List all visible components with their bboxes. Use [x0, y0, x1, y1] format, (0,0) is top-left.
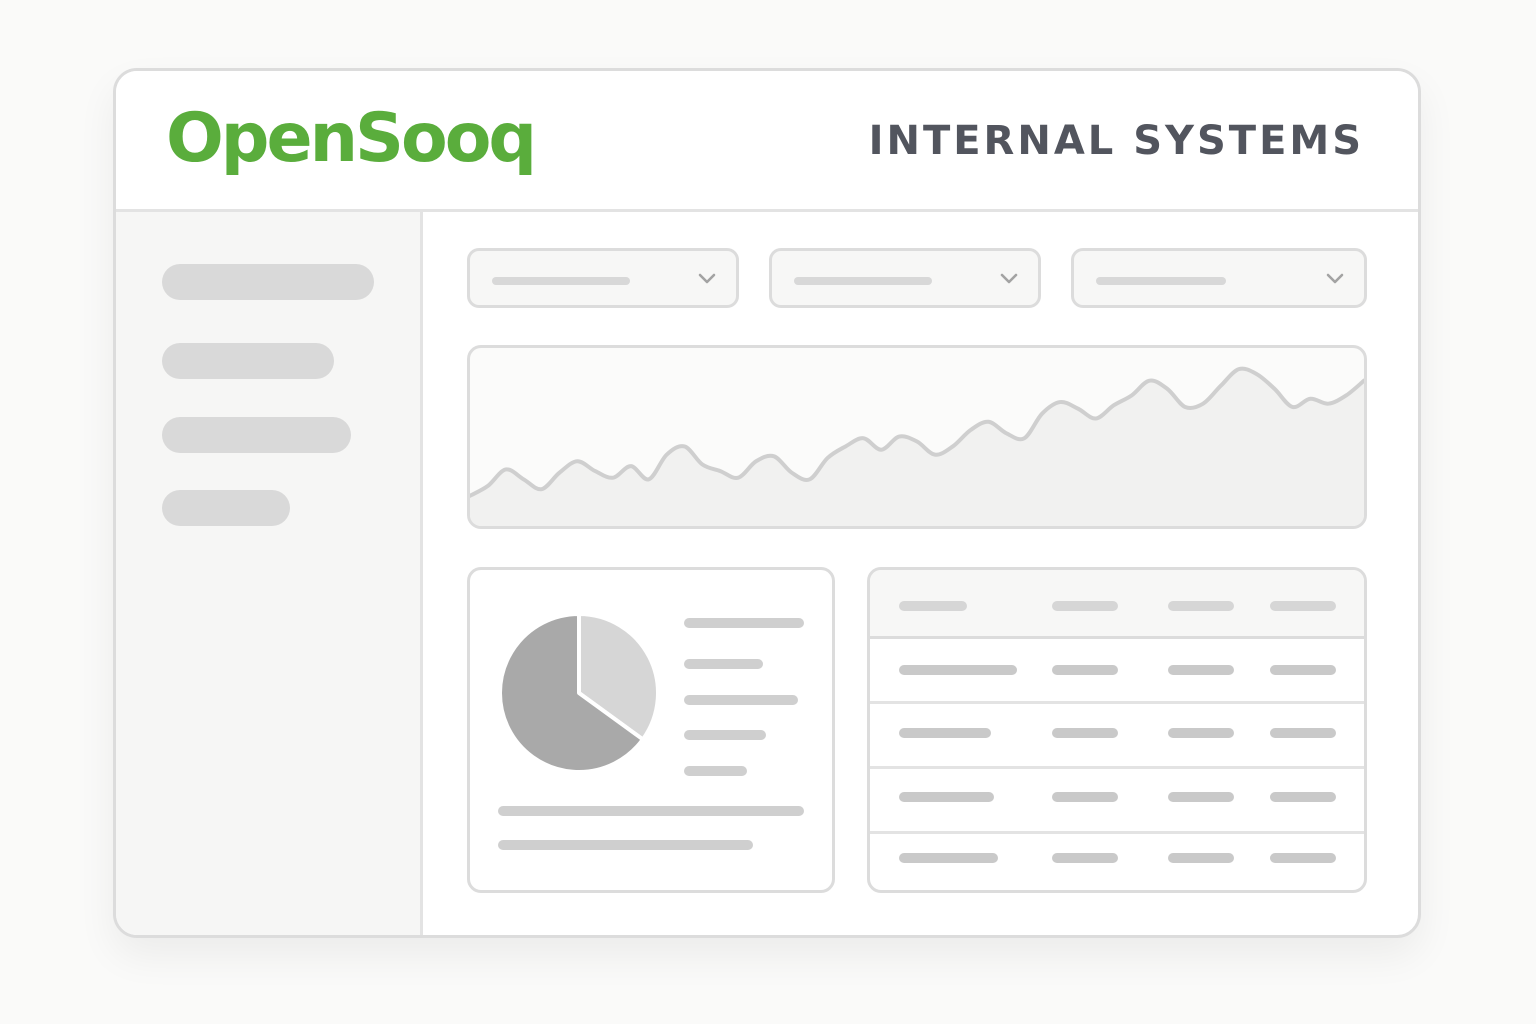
text-line: [498, 806, 804, 816]
table-cell: [1168, 792, 1234, 802]
line-chart-card: [467, 345, 1367, 529]
table-cell: [1270, 665, 1336, 675]
table-cell: [1052, 665, 1118, 675]
table-cell: [899, 665, 1017, 675]
page-title: INTERNAL SYSTEMS: [868, 118, 1364, 164]
pie-slice: [577, 612, 660, 742]
table-row[interactable]: [870, 831, 1364, 890]
legend-line: [684, 766, 747, 776]
chevron-down-icon: [1326, 273, 1344, 284]
table-cell: [1270, 853, 1336, 863]
pie-chart-card: [467, 567, 835, 893]
sidebar-item-2[interactable]: [162, 343, 334, 379]
table-cell: [1052, 728, 1118, 738]
dropdown-value-placeholder: [492, 277, 630, 285]
main-content: [423, 212, 1418, 935]
table-cell: [899, 792, 994, 802]
table-row[interactable]: [870, 704, 1364, 769]
sidebar: [116, 212, 423, 935]
column-header[interactable]: [1168, 601, 1234, 611]
area-fill: [470, 368, 1364, 526]
table-cell: [1168, 665, 1234, 675]
sidebar-item-4[interactable]: [162, 490, 290, 526]
series-line: [470, 366, 1364, 498]
line-chart: [470, 366, 1364, 526]
legend-line: [684, 618, 804, 628]
sidebar-item-1[interactable]: [162, 264, 374, 300]
table-cell: [1168, 853, 1234, 863]
column-header[interactable]: [1052, 601, 1118, 611]
app-window: OpenSooq INTERNAL SYSTEMS: [113, 68, 1421, 938]
filter-dropdown-3[interactable]: [1071, 248, 1367, 308]
pie-slice: [498, 612, 645, 774]
brand-logo[interactable]: OpenSooq: [166, 99, 537, 178]
table-cell: [1270, 728, 1336, 738]
table-row[interactable]: [870, 639, 1364, 704]
legend-line: [684, 695, 798, 705]
table-cell: [1052, 853, 1118, 863]
filter-dropdown-1[interactable]: [467, 248, 739, 308]
column-header[interactable]: [899, 601, 967, 611]
chevron-down-icon: [698, 273, 716, 284]
legend-line: [684, 730, 766, 740]
table-cell: [1168, 728, 1234, 738]
table-cell: [1270, 792, 1336, 802]
table-header: [870, 570, 1364, 639]
dropdown-value-placeholder: [1096, 277, 1226, 285]
legend-line: [684, 659, 763, 669]
app-header: OpenSooq INTERNAL SYSTEMS: [116, 71, 1418, 212]
filter-dropdown-2[interactable]: [769, 248, 1041, 308]
table-cell: [899, 728, 991, 738]
dropdown-value-placeholder: [794, 277, 932, 285]
data-table: [867, 567, 1367, 893]
sidebar-item-3[interactable]: [162, 417, 351, 453]
pie-chart: [498, 612, 660, 774]
table-row[interactable]: [870, 769, 1364, 834]
text-line: [498, 840, 753, 850]
column-header[interactable]: [1270, 601, 1336, 611]
table-cell: [1052, 792, 1118, 802]
chevron-down-icon: [1000, 273, 1018, 284]
table-cell: [899, 853, 998, 863]
